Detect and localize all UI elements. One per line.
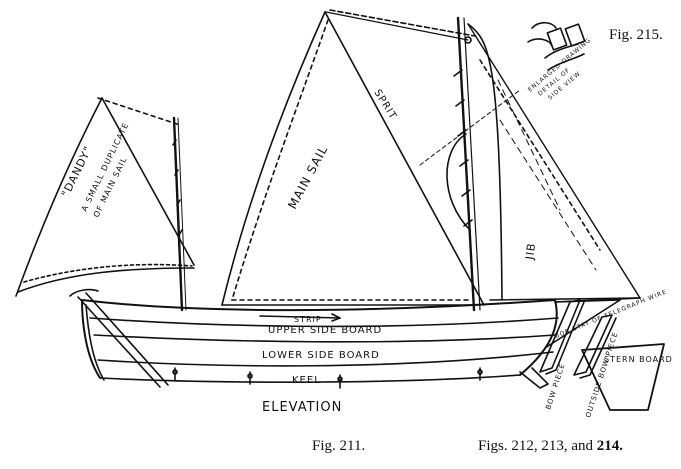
upper-side-board-label: UPPER SIDE BOARD xyxy=(268,325,382,336)
keel-label: KEEL xyxy=(292,375,321,386)
stern-board-label: STERN BOARD xyxy=(604,355,673,364)
bow-pieces xyxy=(539,299,617,379)
stern-board-shape xyxy=(581,343,665,411)
fig215-detail xyxy=(527,21,586,71)
elevation-label: ELEVATION xyxy=(262,400,342,415)
lower-side-board-label: LOWER SIDE BOARD xyxy=(262,350,380,361)
figs212-214-caption-bold: 214. xyxy=(596,438,624,454)
hull xyxy=(69,288,559,389)
jib-sail xyxy=(419,23,641,301)
fig215-caption: Fig. 215. xyxy=(609,27,663,43)
fig211-caption: Fig. 211. xyxy=(312,438,366,454)
main-sail-label: MAIN SAIL xyxy=(285,143,330,212)
figs212-214-caption-prefix: Figs. 212, 213, and xyxy=(478,438,597,454)
dandy-sail xyxy=(15,97,195,312)
figs212-214-caption: Figs. 212, 213, and 214. xyxy=(478,438,623,455)
strip-label: STRIP xyxy=(294,315,322,324)
main-sail xyxy=(221,9,485,306)
jib-label: JIB xyxy=(523,242,538,262)
